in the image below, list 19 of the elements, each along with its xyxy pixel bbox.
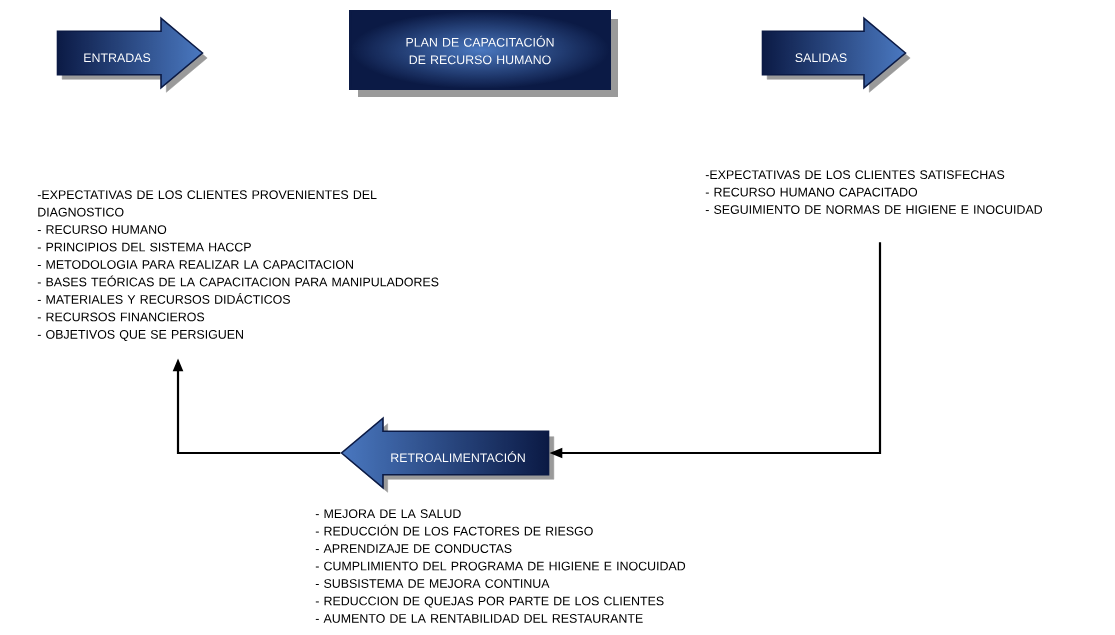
list-item: - APRENDIZAJE DE CONDUCTAS	[315, 544, 512, 553]
list-item: - REDUCCIÓN DE LOS FACTORES DE RIESGO	[315, 524, 593, 536]
process-box: PLAN DE CAPACITACIÓN DE RECURSO HUMANO	[349, 10, 618, 97]
list-item: - MEJORA DE LA SALUD	[315, 509, 461, 519]
list-item: - PRINCIPIOS DEL SISTEMA HACCP	[37, 242, 251, 252]
list-item: - RECURSOS FINANCIEROS	[37, 312, 205, 322]
list-item: - METODOLOGIA PARA REALIZAR LA CAPACITACION	[37, 260, 353, 269]
list-item: - CUMPLIMIENTO DEL PROGRAMA DE HIGIENE E INOCUIDAD	[315, 561, 686, 571]
list-item: -EXPECTATIVAS DE LOS CLIENTES SATISFECHAS	[705, 170, 1005, 180]
list-item: - RECURSO HUMANO	[37, 225, 167, 234]
list-item: - MATERIALES Y RECURSOS DIDÁCTICOS	[37, 292, 290, 304]
list-item: - SUBSISTEMA DE MEJORA CONTINUA	[315, 579, 550, 588]
list-item: - OBJETIVOS QUE SE PERSIGUEN	[37, 330, 243, 341]
list-item: -EXPECTATIVAS DE LOS CLIENTES PROVENIENTES DEL DIAGNOSTICO	[37, 190, 377, 217]
list-item: - REDUCCION DE QUEJAS POR PARTE DE LOS CLIENTES	[315, 596, 664, 608]
list-item: - BASES TEÓRICAS DE LA CAPACITACION PARA MANIPULADORES	[37, 275, 439, 287]
list-item: - SEGUIMIENTO DE NORMAS DE HIGIENE E INOCUIDAD	[705, 205, 1043, 214]
list-item: - AUMENTO DE LA RENTABILIDAD DEL RESTAURANTE	[315, 614, 643, 623]
list-item: - RECURSO HUMANO CAPACITADO	[705, 187, 918, 197]
